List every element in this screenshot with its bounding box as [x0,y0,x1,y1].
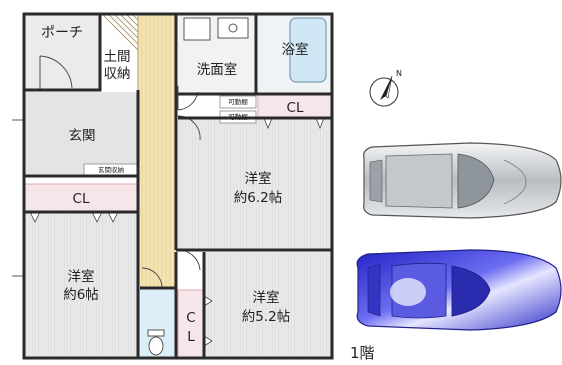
north-room-name: 洋室 [245,170,272,187]
entrance-label: 玄関 [69,127,96,144]
movable-shelf-label-1: 可動棚 [228,97,248,106]
toilet-bowl [148,336,164,356]
porch-floor [24,14,100,90]
cl-top-label: CL [287,100,304,116]
staircase [101,13,139,90]
entrance-floor [24,92,138,176]
washbasin-drain [228,23,238,33]
south-room-name: 洋室 [253,289,280,306]
cl-bottom-label-c: C [186,310,195,326]
cl-bottom-fill [177,289,205,359]
washroom-label: 洗面室 [197,61,238,78]
north-room-floor [178,118,332,250]
porch-label: ポーチ [41,25,83,41]
movable-shelf-label-2: 可動棚 [228,112,248,121]
car-blue-icon [356,249,562,331]
closet-door-marks [29,117,325,347]
west-room-size: 約6帖 [63,287,99,303]
toilet-tank [147,329,165,337]
south-room-floor [204,252,332,358]
compass-icon: N [369,69,402,107]
south-room-size: 約5.2帖 [242,309,290,325]
bathroom-label: 浴室 [282,41,309,58]
bathtub [289,17,327,83]
car-silver-icon [363,142,562,219]
cl-top-fill [257,93,333,119]
cl-left-label: CL [73,191,90,207]
cl-left-fill [23,183,139,213]
cl-bottom-label-l: L [187,329,195,345]
compass-north-label: N [396,69,402,78]
west-room-name: 洋室 [68,268,95,285]
west-room-floor [24,212,138,358]
doma-storage-label-1: 土間 [104,49,131,65]
doma-storage-label-2: 収納 [104,66,131,82]
washbasin [217,17,249,39]
entrance-storage-label: 玄関収納 [98,165,124,174]
washer [183,17,211,41]
north-room-size: 約6.2帖 [234,190,282,206]
walls [22,12,334,360]
floor-label: 1階 [350,344,375,362]
shelf-fill-1 [219,95,257,109]
